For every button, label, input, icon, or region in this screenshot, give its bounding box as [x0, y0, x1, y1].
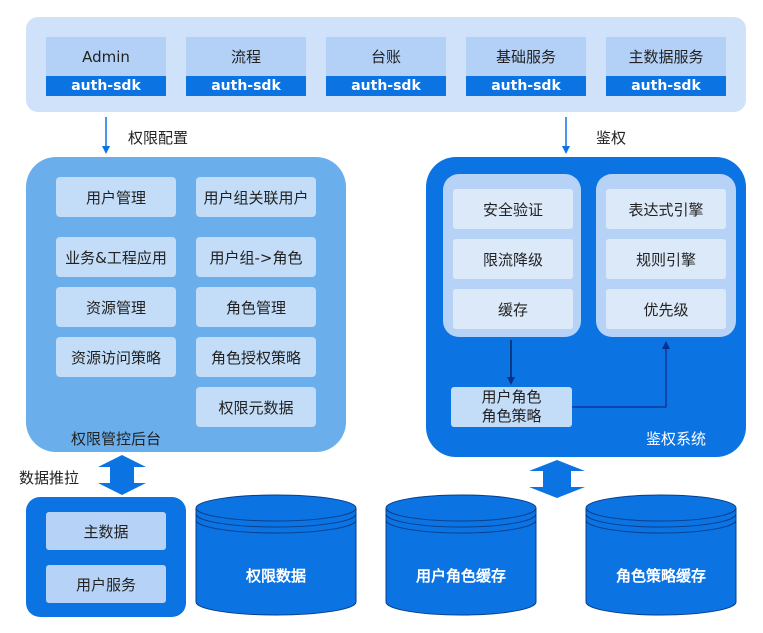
- storage-role-policy-cache-label: 角色策略缓存: [615, 566, 706, 585]
- tile-rate-limit: 限流降级: [453, 239, 573, 279]
- admin-console-title: 权限管控后台: [71, 430, 162, 448]
- tile-user-service: 用户服务: [46, 565, 166, 603]
- module-basic-service-sdk: auth-sdk: [466, 76, 586, 96]
- authentication-label: 鉴权: [596, 129, 627, 147]
- tile-group-users: 用户组关联用户: [196, 177, 316, 217]
- module-workflow-name: 流程: [186, 37, 306, 76]
- permission-config-label: 权限配置: [128, 129, 189, 147]
- tile-rule-engine: 规则引擎: [606, 239, 726, 279]
- tile-priority: 优先级: [606, 289, 726, 329]
- user-role-cache-cylinder: [385, 494, 537, 616]
- tile-permission-metadata: 权限元数据: [196, 387, 316, 427]
- module-master-data-sdk: auth-sdk: [606, 76, 726, 96]
- module-ledger-name: 台账: [326, 37, 446, 76]
- module-ledger-sdk: auth-sdk: [326, 76, 446, 96]
- user-role-policy-box: 用户角色 角色策略: [451, 387, 572, 427]
- cache-sync-double-arrow: [529, 460, 585, 498]
- auth-system-title: 鉴权系统: [646, 430, 707, 448]
- storage-permission-data-label: 权限数据: [245, 566, 306, 585]
- user-role-to-priority-arrow: [572, 341, 670, 408]
- tile-security-verify: 安全验证: [453, 189, 573, 229]
- data-push-pull-label: 数据推拉: [19, 469, 80, 487]
- module-admin-sdk: auth-sdk: [46, 76, 166, 96]
- tile-cache: 缓存: [453, 289, 573, 329]
- module-master-data-name: 主数据服务: [606, 37, 726, 76]
- tile-role-management: 角色管理: [196, 287, 316, 327]
- tile-master-data: 主数据: [46, 512, 166, 550]
- module-basic-service-name: 基础服务: [466, 37, 586, 76]
- push-pull-double-arrow: [98, 455, 146, 495]
- module-admin-name: Admin: [46, 37, 166, 76]
- module-workflow-sdk: auth-sdk: [186, 76, 306, 96]
- user-role-line: 用户角色: [481, 388, 542, 406]
- storage-user-role-cache-label: 用户角色缓存: [415, 566, 506, 585]
- role-policy-cache-cylinder: [585, 494, 737, 616]
- tile-group-role: 用户组->角色: [196, 237, 316, 277]
- tile-role-auth-policy: 角色授权策略: [196, 337, 316, 377]
- tile-business-app: 业务&工程应用: [56, 237, 176, 277]
- role-policy-line: 角色策略: [481, 407, 542, 425]
- tile-resource-management: 资源管理: [56, 287, 176, 327]
- tile-user-management: 用户管理: [56, 177, 176, 217]
- permission-data-cylinder: [195, 494, 357, 616]
- tile-resource-access-policy: 资源访问策略: [56, 337, 176, 377]
- tile-expression-engine: 表达式引擎: [606, 189, 726, 229]
